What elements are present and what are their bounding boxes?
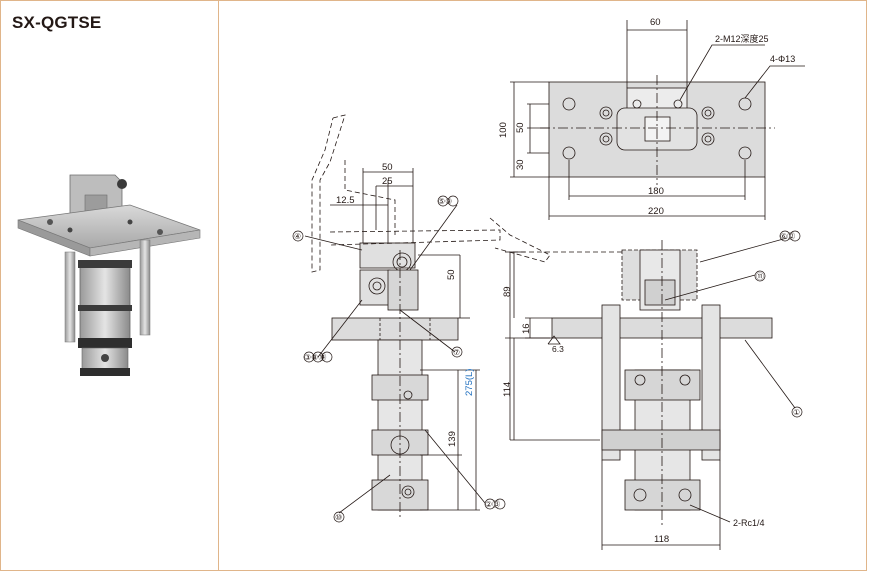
label-4: ④ [294, 232, 301, 241]
label-6-12: ⑥⑫ [780, 232, 795, 241]
dim-h50: 50 [515, 122, 526, 133]
dim-side-50: 50 [382, 162, 393, 173]
note-port: 2-Rc1/4 [733, 518, 765, 528]
dim-w220: 220 [648, 206, 664, 217]
dim-side-25: 25 [382, 176, 393, 187]
dim-front-118: 118 [654, 534, 669, 545]
note-holes: 4-Φ13 [770, 54, 795, 64]
dim-side-12-5: 12.5 [336, 195, 355, 206]
model-title: SX-QGTSE [12, 13, 102, 32]
technical-drawing: 60 2-M12深度25 4-Φ13 100 50 30 180 220 50 … [292, 17, 805, 550]
label-5-9: ⑤⑨ [438, 197, 452, 206]
label-2-13: ②⑬ [485, 500, 500, 509]
dim-w180: 180 [648, 186, 664, 197]
column-divider [218, 0, 219, 571]
dim-top-60: 60 [650, 17, 661, 28]
label-10: ⑩ [335, 513, 342, 522]
dim-front-89: 89 [502, 286, 513, 297]
dim-h100: 100 [498, 122, 509, 138]
surface-finish: 6.3 [552, 344, 564, 354]
label-7: ⑦ [453, 348, 460, 357]
dim-front-16: 16 [521, 323, 532, 334]
label-1: ① [793, 408, 800, 417]
label-11: ⑪ [756, 272, 764, 281]
label-3-8-14: ③⑧⑭ [304, 353, 326, 362]
product-photo [17, 174, 201, 376]
dim-front-114: 114 [502, 382, 513, 397]
dim-h30: 30 [515, 159, 526, 170]
dim-side-v50: 50 [446, 269, 457, 280]
dim-side-275: 275(L) [464, 369, 475, 396]
note-thread: 2-M12深度25 [715, 33, 769, 44]
dim-side-139: 139 [447, 431, 458, 447]
